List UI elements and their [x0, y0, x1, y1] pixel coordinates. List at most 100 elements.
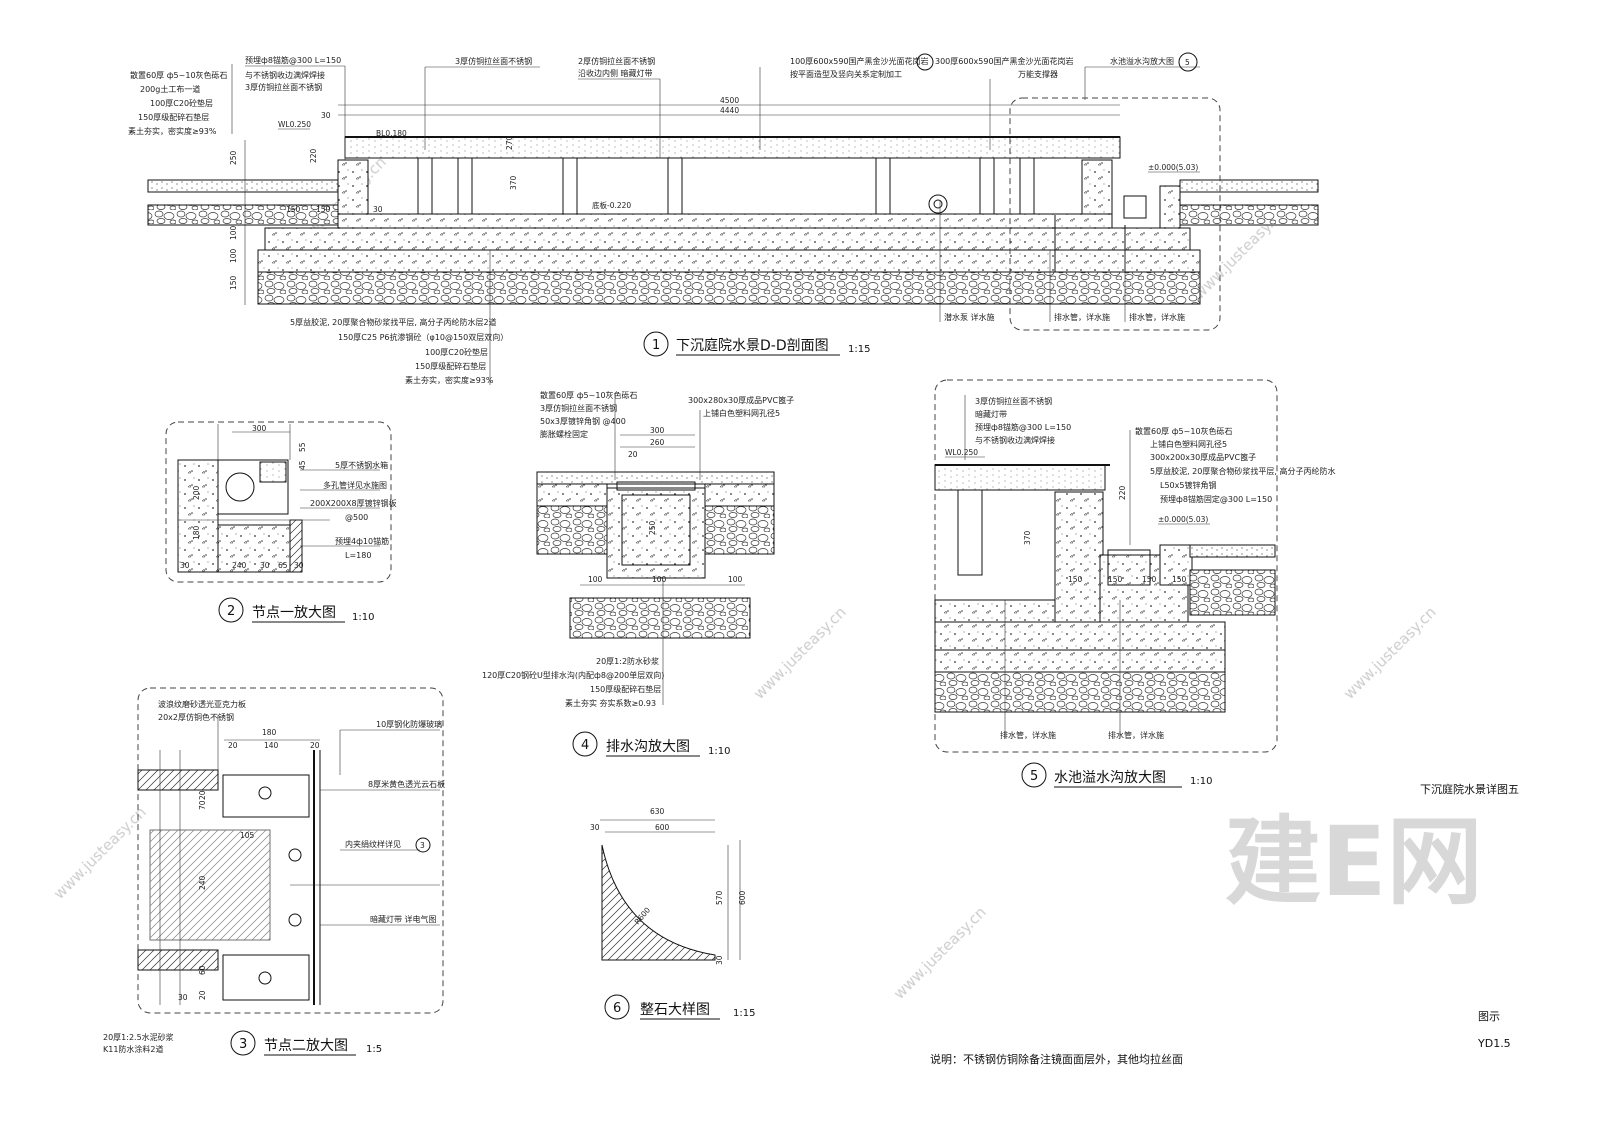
svg-text:与不锈钢收边满焊焊接: 与不锈钢收边满焊焊接 [245, 70, 325, 80]
svg-text:@500: @500 [345, 513, 368, 522]
svg-text:180: 180 [262, 728, 277, 737]
level-bl: BL0.180 [376, 129, 407, 138]
svg-text:600: 600 [738, 890, 747, 905]
svg-text:排水管，详水施: 排水管，详水施 [1000, 730, 1056, 740]
detail-1-section: 4500 4440 30 250 220 370 100 100 150 150… [128, 52, 1319, 385]
pump-icon [928, 194, 948, 214]
svg-text:30: 30 [260, 561, 270, 570]
svg-text:20: 20 [628, 450, 638, 459]
svg-text:散置60厚 ф5~10灰色砾石: 散置60厚 ф5~10灰色砾石 [1135, 426, 1233, 436]
svg-text:250: 250 [648, 520, 657, 535]
svg-text:65: 65 [278, 561, 288, 570]
svg-text:200: 200 [192, 485, 201, 500]
svg-text:300: 300 [252, 424, 267, 433]
svg-text:240: 240 [198, 875, 207, 890]
svg-text:30: 30 [180, 561, 190, 570]
detail-6-scale: 1:15 [733, 1008, 755, 1019]
svg-text:150: 150 [286, 205, 301, 214]
detail-6-stone: 630 600 30 570 600 30 R600 6 整石大样图 1:15 [590, 807, 755, 1020]
svg-text:140: 140 [264, 741, 279, 750]
svg-text:570: 570 [715, 890, 724, 905]
svg-text:3: 3 [239, 1037, 247, 1052]
svg-text:100厚C20砼垫层: 100厚C20砼垫层 [150, 98, 213, 108]
svg-text:150: 150 [1068, 575, 1083, 584]
svg-text:220: 220 [309, 148, 318, 163]
svg-text:按平面造型及竖向关系定制加工: 按平面造型及竖向关系定制加工 [790, 69, 902, 79]
svg-text:100: 100 [652, 575, 667, 584]
svg-text:300x280x30厚成品PVC篦子: 300x280x30厚成品PVC篦子 [688, 395, 794, 405]
detail-6-title: 整石大样图 [640, 1002, 710, 1018]
svg-text:150厚C25 P6抗渗钢砼（φ10@150双层双向）: 150厚C25 P6抗渗钢砼（φ10@150双层双向） [338, 332, 508, 342]
detail-3-number-bubble [230, 1030, 256, 1056]
svg-text:20x2厚仿铜色不锈钢: 20x2厚仿铜色不锈钢 [158, 712, 234, 722]
svg-text:200g土工布一道: 200g土工布一道 [140, 84, 200, 94]
svg-text:万能支撑器: 万能支撑器 [1018, 69, 1058, 79]
detail-1-top-labels: 3厚仿铜拉丝面不锈钢 2厚仿铜拉丝面不锈钢 沿收边内侧 暗藏灯带 100厚600… [424, 52, 1200, 158]
svg-text:3厚仿铜拉丝面不锈钢: 3厚仿铜拉丝面不锈钢 [245, 82, 322, 92]
svg-text:5厚不锈钢水箱: 5厚不锈钢水箱 [335, 460, 388, 470]
svg-text:20: 20 [198, 990, 207, 1000]
svg-text:60: 60 [198, 965, 207, 975]
svg-text:散置60厚 ф5~10灰色砾石: 散置60厚 ф5~10灰色砾石 [540, 390, 638, 400]
svg-text:3厚仿铜拉丝面不锈钢: 3厚仿铜拉丝面不锈钢 [540, 403, 617, 413]
svg-text:2: 2 [227, 604, 235, 619]
detail-4-scale: 1:10 [708, 746, 730, 757]
svg-text:240: 240 [232, 561, 247, 570]
svg-text:300: 300 [650, 426, 665, 435]
svg-text:150厚级配碎石垫层: 150厚级配碎石垫层 [138, 112, 209, 122]
svg-text:1: 1 [652, 338, 660, 353]
svg-text:200X200X8厚镀锌钢板: 200X200X8厚镀锌钢板 [310, 498, 397, 508]
svg-text:250: 250 [229, 150, 238, 165]
detail-4-drain-channel: 300 260 20 250 100 100 100 散置60厚 ф5~10灰色… [482, 390, 794, 757]
svg-text:30: 30 [321, 111, 331, 120]
detail-3-title: 节点二放大图 [264, 1038, 348, 1054]
level-floor: 底板-0.220 [592, 200, 631, 210]
watermark-diag: www.justeasy.cn [1340, 603, 1440, 703]
detail-3-scale: 1:5 [366, 1044, 382, 1055]
svg-text:105: 105 [240, 831, 255, 840]
svg-text:50x3厚镀锌角钢 @400: 50x3厚镀锌角钢 @400 [540, 416, 626, 426]
sheet-note: 说明：不锈钢仿铜除备注镜面面层外，其他均拉丝面 [930, 1053, 1183, 1066]
svg-text:潜水泵 详水施: 潜水泵 详水施 [944, 312, 995, 322]
detail-4-title: 排水沟放大图 [606, 739, 690, 755]
svg-text:3: 3 [420, 841, 425, 850]
svg-text:上铺白色塑料网孔径5: 上铺白色塑料网孔径5 [703, 408, 780, 418]
svg-text:100厚C20砼垫层: 100厚C20砼垫层 [425, 347, 488, 357]
trough-wall [1054, 491, 1104, 623]
perforated-pipe-icon [225, 472, 255, 502]
svg-text:120厚C20钢砼U型排水沟(内配ф8@200单层双向): 120厚C20钢砼U型排水沟(内配ф8@200单层双向) [482, 670, 664, 680]
detail-1-scale: 1:15 [848, 344, 870, 355]
svg-text:370: 370 [509, 175, 518, 190]
svg-text:K11防水涂料2道: K11防水涂料2道 [103, 1044, 164, 1054]
svg-text:45: 45 [298, 460, 307, 470]
svg-text:20厚1:2防水砂浆: 20厚1:2防水砂浆 [596, 656, 659, 666]
svg-text:20厚1:2.5水泥砂浆: 20厚1:2.5水泥砂浆 [103, 1032, 174, 1042]
svg-text:150厚级配碎石垫层: 150厚级配碎石垫层 [415, 361, 486, 371]
pedestal-supports [417, 157, 1035, 215]
svg-text:膨胀螺栓固定: 膨胀螺栓固定 [540, 429, 588, 439]
watermark-big: 建E网 [1225, 806, 1483, 918]
svg-text:300厚600x590国产黑金沙光面花岗岩: 300厚600x590国产黑金沙光面花岗岩 [935, 56, 1074, 66]
watermark-diag: www.justeasy.cn [750, 603, 850, 703]
svg-text:20: 20 [198, 790, 207, 800]
svg-text:5厚益胶泥, 20厚聚合物砂浆找平层, 高分子丙纶防水层2道: 5厚益胶泥, 20厚聚合物砂浆找平层, 高分子丙纶防水层2道 [290, 317, 497, 327]
svg-text:WL0.250: WL0.250 [945, 448, 978, 457]
svg-text:20: 20 [228, 741, 238, 750]
svg-text:100: 100 [728, 575, 743, 584]
svg-text:150厚级配碎石垫层: 150厚级配碎石垫层 [590, 684, 661, 694]
svg-text:素土夯实，密实度≥93%: 素土夯实，密实度≥93% [128, 126, 217, 136]
level-zero: ±0.000(5.03) [1148, 163, 1198, 172]
svg-text:220: 220 [1118, 485, 1127, 500]
svg-text:100: 100 [588, 575, 603, 584]
svg-text:30: 30 [294, 561, 304, 570]
svg-text:预埋4ф10锚筋: 预埋4ф10锚筋 [335, 536, 389, 546]
svg-text:10厚钢化防爆玻璃: 10厚钢化防爆玻璃 [376, 719, 442, 729]
u-channel [606, 487, 706, 579]
svg-text:水池溢水沟放大图: 水池溢水沟放大图 [1110, 56, 1174, 66]
svg-text:5厚益胶泥, 20厚聚合物砂浆找平层, 高分子丙纶防水: 5厚益胶泥, 20厚聚合物砂浆找平层, 高分子丙纶防水 [1150, 466, 1335, 476]
svg-text:6: 6 [613, 1001, 621, 1016]
svg-text:370: 370 [1023, 530, 1032, 545]
svg-text:内夹绢纹样详见: 内夹绢纹样详见 [345, 839, 401, 849]
svg-text:素土夯实 夯实系数≥0.93: 素土夯实 夯实系数≥0.93 [565, 698, 656, 708]
svg-text:100厚600x590国产黑金沙光面花岗岩: 100厚600x590国产黑金沙光面花岗岩 [790, 56, 929, 66]
